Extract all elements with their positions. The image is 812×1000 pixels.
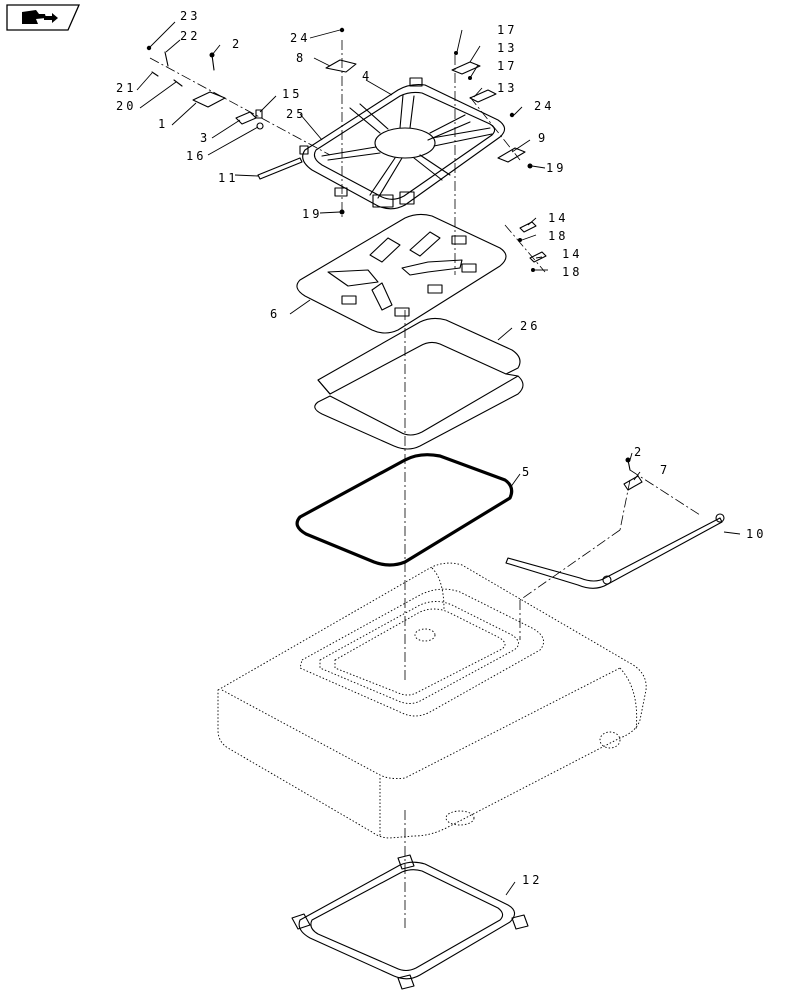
callout-2: 2 (232, 37, 242, 51)
handle-part-10 (505, 513, 725, 589)
callout-19-right: 19 (546, 161, 566, 175)
callout-9: 9 (538, 131, 548, 145)
hardware-parts (146, 27, 643, 491)
callout-11: 11 (218, 171, 238, 185)
callout-5: 5 (522, 465, 532, 479)
callout-10: 10 (746, 527, 766, 541)
callout-17-top: 17 (497, 23, 517, 37)
bottom-frame-part-12 (291, 854, 529, 990)
next-page-arrow-icon (22, 10, 58, 24)
callout-6: 6 (270, 307, 280, 321)
seal-part-26 (314, 317, 524, 450)
callout-3: 3 (200, 131, 210, 145)
callout-21: 21 (116, 81, 136, 95)
callout-20: 20 (116, 99, 136, 113)
tank-body (217, 562, 647, 839)
callout-18-bottom: 18 (562, 265, 582, 279)
callout-14-top: 14 (548, 211, 568, 225)
callout-13-top: 13 (497, 41, 517, 55)
next-page-button[interactable] (6, 4, 80, 31)
callout-19-left: 19 (302, 207, 322, 221)
callout-24-right: 24 (534, 99, 554, 113)
callout-2-right: 2 (634, 445, 644, 459)
lid-panel-part-6 (296, 213, 507, 334)
callout-15: 15 (282, 87, 302, 101)
callout-12: 12 (522, 873, 542, 887)
lid-frame-part-4 (302, 77, 506, 210)
callout-18-top: 18 (548, 229, 568, 243)
callout-labels: 23 22 2 21 20 1 3 16 15 25 11 24 8 4 19 … (116, 9, 766, 887)
callout-8: 8 (296, 51, 306, 65)
callout-14-bottom: 14 (562, 247, 582, 261)
assembly-centerlines (149, 40, 701, 930)
callout-16: 16 (186, 149, 206, 163)
leader-lines (136, 21, 741, 896)
gasket-part-5 (295, 453, 514, 567)
callout-7: 7 (660, 463, 670, 477)
callout-23: 23 (180, 9, 200, 23)
callout-17-mid: 17 (497, 59, 517, 73)
callout-13-mid: 13 (497, 81, 517, 95)
callout-22: 22 (180, 29, 200, 43)
callout-24-left: 24 (290, 31, 310, 45)
callout-26: 26 (520, 319, 540, 333)
callout-1: 1 (158, 117, 168, 131)
callout-25: 25 (286, 107, 306, 121)
callout-4: 4 (362, 69, 372, 83)
